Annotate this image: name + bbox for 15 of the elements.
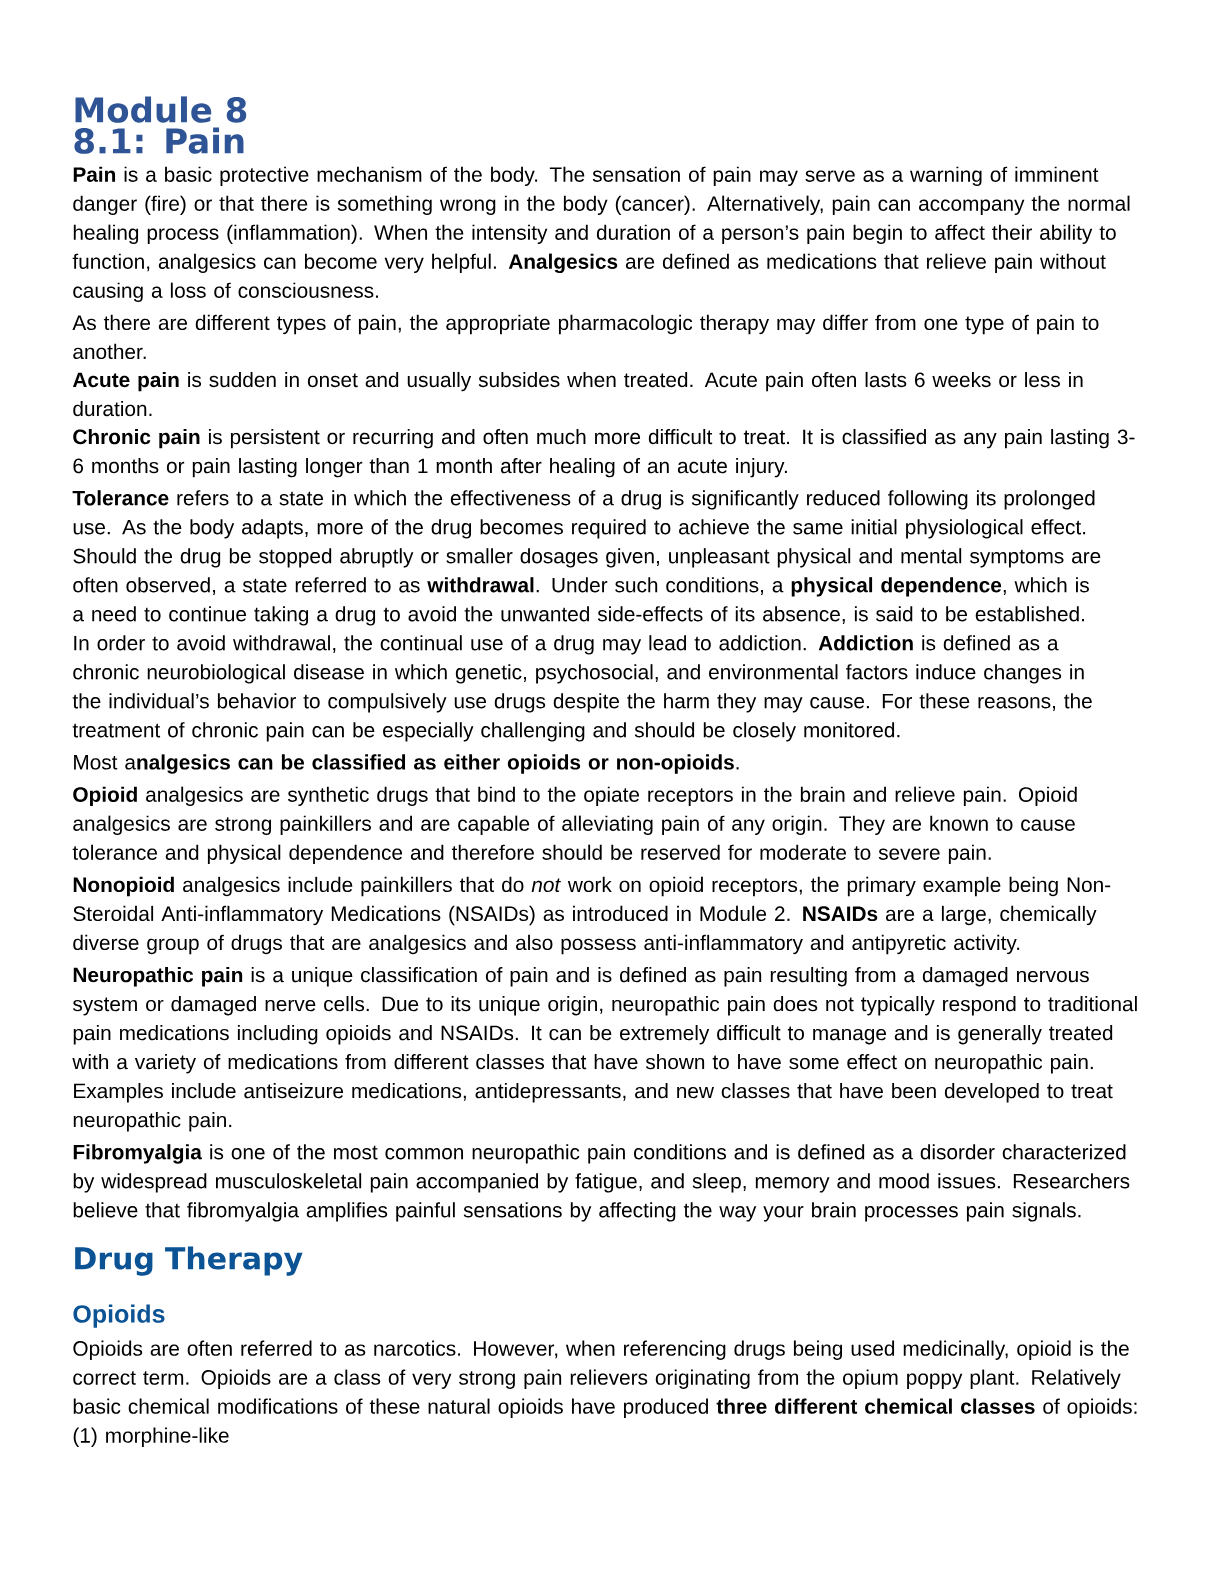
section-heading: Drug Therapy [75, 1246, 303, 1276]
paragraph: Chronic pain is persistent or recurring and often much more difficult to treat. It is classified as any pain lasting 3-6 months or pain lasting longer than 1 month after healing of an acute injury. [73, 429, 1135, 478]
paragraph: Opioids are often referred to as narcotics. However, when referencing drugs being used medicinally, opioid is the correct term. Opioids are a class of very strong pain relievers originating from the opium poppy plant. Relatively basic chemical modifications of these natural opioids have produced three different chemical classes of opioids: (1) morphine-like [73, 1340, 1137, 1447]
paragraph: Pain is a basic protective mechanism of the body. The sensation of pain may serve as a warning of imminent danger (fire) or that there is something wrong in the body (cancer). Alternatively, pain can accompany the normal healing process (inflammation). When the intensity and duration of a person’s pain begin to affect their ability to function, analgesics can become very helpful. Analgesics are defined as medications that relieve pain without causing a loss of consciousness. [72, 166, 1130, 303]
paragraph: Nonopioid analgesics include painkillers that do not work on opioid receptors, the primary example being Non-Steroidal Anti-inflammatory Medications (NSAIDs) as introduced in Module 2. NSAIDs are a large, chemically diverse group of drugs that are analgesics and also possess anti-inflammatory and antipyretic activity. [73, 876, 1111, 955]
paragraph: Tolerance refers to a state in which the effectiveness of a drug is significantly reduced following its prolonged use. As the body adapts, more of the drug becomes required to achieve the same initial physiological effect. Should the drug be stopped abruptly or smaller dosages given, unpleasant physical and mental symptoms are often observed, a state referred to as withdrawal. Under such conditions, a physical dependence, which is a need to continue taking a drug to avoid the unwanted side-effects of its absence, is said to be established. In order to avoid withdrawal, the continual use of a drug may lead to addiction. Addiction is defined as a chronic neurobiological disease in which genetic, psychosocial, and environmental factors induce changes in the individual’s behavior to compulsively use drugs despite the harm they may cause. For these reasons, the treatment of chronic pain can be especially challenging and should be closely monitored. [72, 490, 1101, 742]
paragraph: Fibromyalgia is one of the most common neuropathic pain conditions and is defined as a disorder characterized by widespread musculoskeletal pain accompanied by fatigue, and sleep, memory and mood issues. Researchers believe that fibromyalgia amplifies painful sensations by affecting the way your brain processes pain signals. [73, 1144, 1130, 1222]
paragraph: Neuropathic pain is a unique classification of pain and is defined as pain resulting from a damaged nervous system or damaged nerve cells. Due to its unique origin, neuropathic pain does not typically respond to traditional pain medications including opioids and NSAIDs. It can be extremely difficult to manage and is generally treated with a variety of medications from different classes that have shown to have some effect on neuropathic pain. Examples include antiseizure medications, antidepressants, and new classes that have been developed to treat neuropathic pain. [72, 967, 1137, 1132]
paragraph: Acute pain is sudden in onset and usually subsides when treated. Acute pain often lasts 6 weeks or less in duration. [72, 371, 1083, 417]
paragraph: Most analgesics can be classified as either opioids or non-opioids. [74, 754, 739, 774]
page-title: Module 8 [75, 96, 247, 123]
paragraph: Opioid analgesics are synthetic drugs that bind to the opiate receptors in the brain and relieve pain. Opioid analgesics are strong painkillers and are capable of alleviating pain of any origin. They are known to cause tolerance and physical dependence and therefore should be reserved for moderate to severe pain. [72, 786, 1077, 865]
subsection-heading: Opioids [73, 1304, 165, 1328]
section-heading: 8.1: Pain [74, 127, 244, 154]
paragraph: As there are different types of pain, the appropriate pharmacologic therapy may differ from one type of pain to another. [72, 314, 1099, 360]
